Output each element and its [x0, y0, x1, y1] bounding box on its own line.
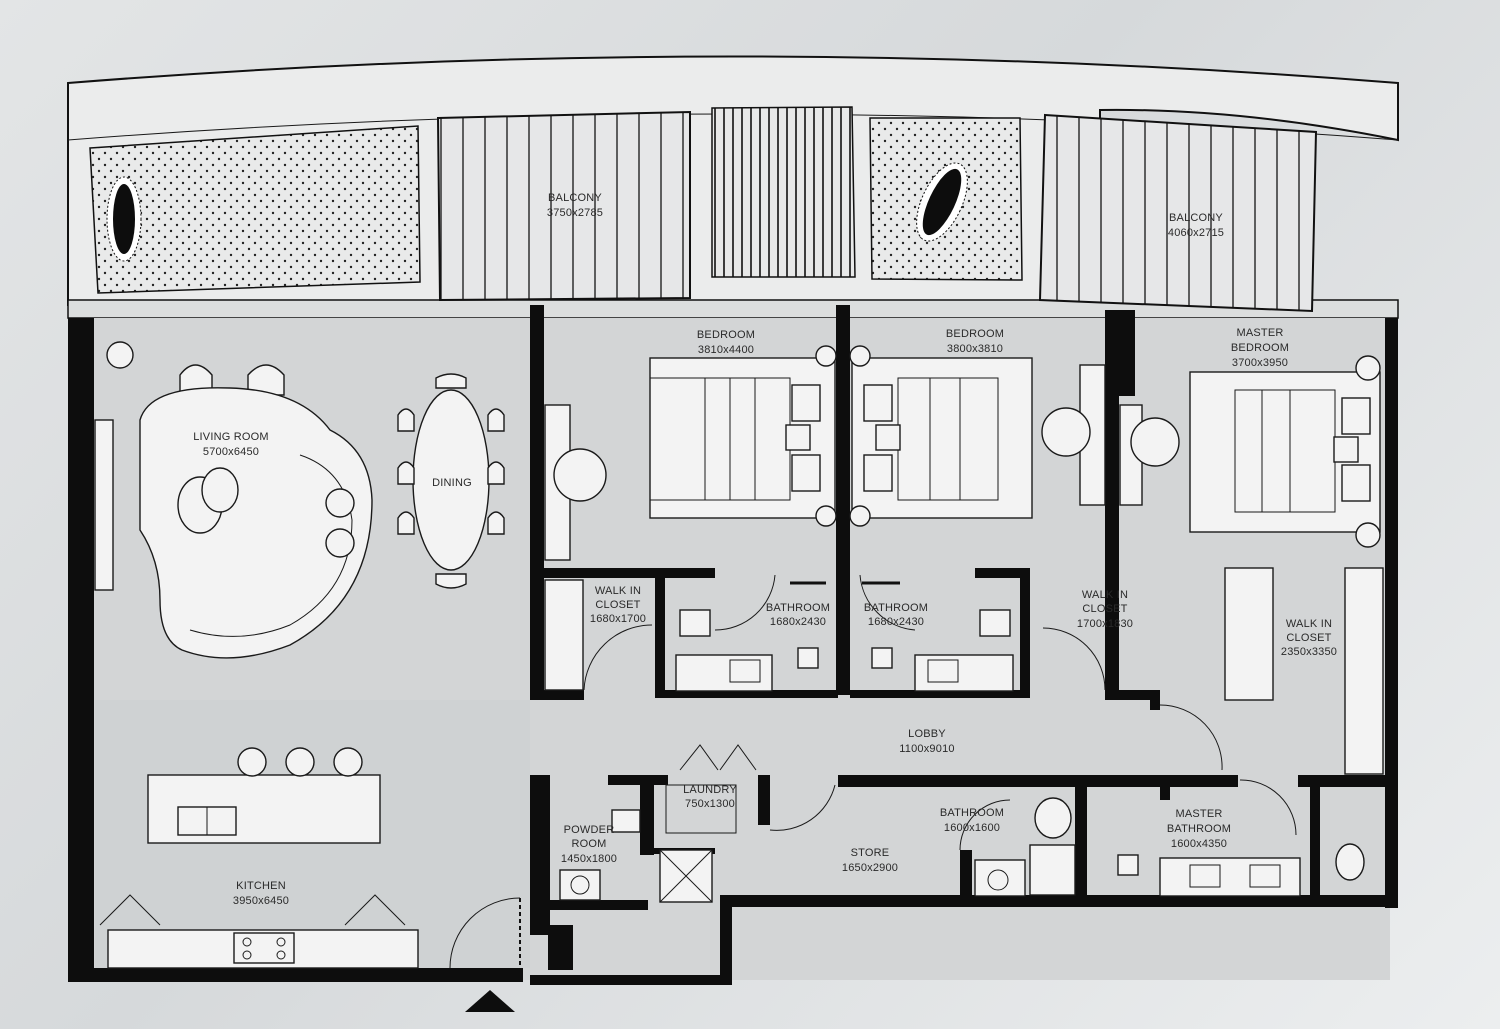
shower-icon	[797, 647, 819, 669]
room-dims: 2350x3350	[1281, 646, 1337, 658]
living-room-furniture	[94, 341, 373, 659]
room-dims: 3750x2785	[547, 207, 603, 219]
room-dims: 1680x2430	[868, 616, 924, 628]
walls	[68, 305, 1398, 985]
balcony-strip	[67, 55, 1399, 319]
room-name-line2: CLOSET	[595, 599, 640, 611]
room-name: BATHROOM	[940, 807, 1004, 819]
room-name: LAUNDRY	[683, 784, 737, 796]
toilet-icon	[1034, 797, 1072, 839]
toilet-icon	[979, 609, 1011, 637]
entrance-door-swing	[449, 897, 521, 969]
master-bedroom-furniture	[1119, 355, 1384, 775]
room-dims: 1680x2430	[770, 616, 826, 628]
room-name: LOBBY	[908, 728, 946, 740]
room-name-line2: BEDROOM	[1231, 342, 1289, 354]
room-name: WALK IN	[1286, 618, 1332, 630]
balcony-2-deck	[1038, 113, 1318, 313]
room-dims: 1600x4350	[1171, 838, 1227, 850]
room-name: LIVING ROOM	[193, 431, 269, 443]
room-name-line2: ROOM	[571, 838, 606, 850]
room-name: BEDROOM	[946, 328, 1004, 340]
bedroom-1-furniture	[544, 345, 837, 561]
room-dims: 1650x2900	[842, 862, 898, 874]
room-name-line2: BATHROOM	[1167, 823, 1231, 835]
room-name: MASTER	[1175, 808, 1222, 820]
toilet-icon	[679, 609, 711, 637]
entrance-arrow-icon	[465, 990, 515, 1012]
room-dims: 1600x1600	[944, 822, 1000, 834]
room-name: BEDROOM	[697, 329, 755, 341]
room-dims: 1100x9010	[899, 743, 954, 755]
sectional-sofa	[139, 387, 373, 659]
room-dims: 750x1300	[685, 798, 735, 810]
room-dims: 3700x3950	[1232, 357, 1288, 369]
bedroom-2-furniture	[849, 345, 1106, 527]
room-name-line2: CLOSET	[1286, 632, 1331, 644]
planter-left	[89, 125, 421, 294]
room-name: MASTER	[1236, 327, 1283, 339]
bathroom-fixtures	[544, 579, 1365, 903]
room-name: POWDER	[564, 824, 615, 836]
cooktop-icon	[233, 932, 295, 964]
room-name: KITCHEN	[236, 880, 286, 892]
room-name: WALK IN	[1082, 589, 1128, 601]
room-name: BATHROOM	[864, 602, 928, 614]
room-dims: 5700x6450	[203, 446, 259, 458]
feature-panel	[711, 106, 856, 278]
room-dims: 3810x4400	[698, 344, 754, 356]
dining-set	[397, 373, 505, 589]
toilet-icon	[1335, 843, 1365, 881]
balcony-1-deck	[436, 110, 691, 302]
room-dims: 1700x1830	[1077, 618, 1133, 630]
room-name: WALK IN	[595, 585, 641, 597]
room-name: STORE	[851, 847, 890, 859]
kitchen-furniture	[99, 747, 419, 969]
room-labels: BALCONY 3750x2785 BALCONY 4060x2715 BEDR…	[193, 192, 1337, 907]
room-dims: 4060x2715	[1168, 227, 1224, 239]
room-name-line2: CLOSET	[1082, 603, 1127, 615]
door-swings	[583, 574, 1297, 851]
room-name: BALCONY	[1169, 212, 1223, 224]
room-name: BATHROOM	[766, 602, 830, 614]
room-dims: 1450x1800	[561, 853, 617, 865]
room-dims: 1680x1700	[590, 613, 646, 625]
room-dims: 3950x6450	[233, 895, 289, 907]
room-name: DINING	[432, 477, 472, 489]
room-dims: 3800x3810	[947, 343, 1003, 355]
room-name: BALCONY	[548, 192, 602, 204]
